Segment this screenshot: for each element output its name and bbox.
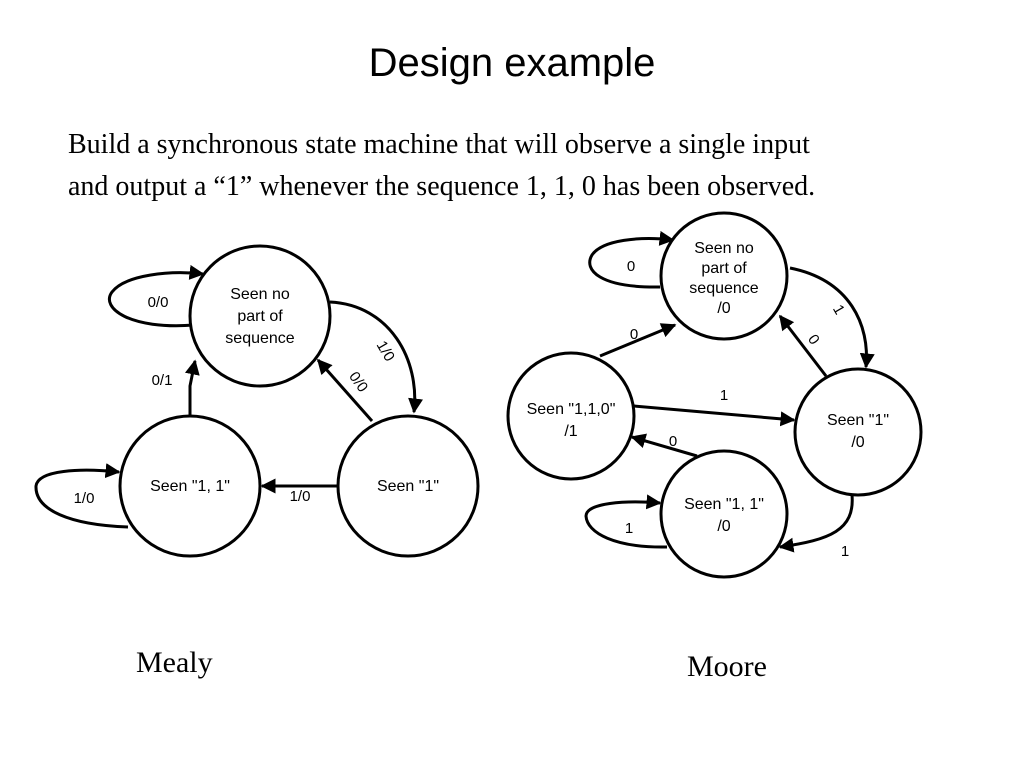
mealy-label-one-to-oneone: 1/0 [290, 488, 311, 505]
moore-state-seen-1-1-line-1: Seen "1, 1" [684, 496, 764, 513]
slide-title: Design example [368, 41, 656, 85]
moore-caption: Moore [687, 650, 767, 683]
mealy-diagram: Seen no part of sequence Seen "1" Seen "… [34, 244, 480, 558]
moore-state-seen-1: Seen "1" /0 [793, 367, 923, 497]
moore-edge-oneone-self [584, 494, 668, 549]
problem-statement-line-1: Build a synchronous state machine that w… [68, 129, 810, 160]
moore-label-oneone-self: 1 [625, 520, 633, 537]
moore-label-oneone-to-oneonezero: 0 [669, 433, 677, 450]
moore-label-one-to-oneone: 1 [841, 543, 849, 560]
moore-label-oneonezero-to-one: 1 [720, 387, 728, 404]
moore-label-oneonezero-to-none: 0 [630, 326, 638, 343]
mealy-state-seen-none: Seen no part of sequence [188, 244, 332, 388]
moore-edge-oneonezero-to-one [633, 404, 796, 427]
moore-state-seen-1-line-2: /0 [851, 434, 864, 451]
mealy-label-none-self: 0/0 [148, 294, 169, 311]
problem-statement-line-2: and output a “1” whenever the sequence 1… [68, 171, 816, 202]
moore-state-seen-1-line-1: Seen "1" [827, 412, 889, 429]
mealy-edge-oneone-self [34, 463, 129, 529]
moore-state-seen-none-line-2: part of [701, 260, 747, 277]
moore-edge-one-to-oneone [778, 494, 854, 553]
moore-edge-oneonezero-to-none [599, 323, 677, 358]
moore-state-seen-1-1-0-line-2: /1 [564, 423, 577, 440]
mealy-state-seen-none-line-2: part of [237, 308, 283, 325]
mealy-state-seen-none-line-1: Seen no [230, 286, 290, 303]
mealy-state-seen-1: Seen "1" [336, 414, 480, 558]
moore-label-one-to-none: 0 [804, 331, 823, 348]
mealy-label-one-to-none: 0/0 [345, 369, 371, 396]
moore-label-none-to-one: 1 [829, 302, 848, 318]
moore-state-seen-1-1-line-2: /0 [717, 518, 730, 535]
mealy-edge-none-self [107, 264, 205, 328]
mealy-state-seen-1-1: Seen "1, 1" [118, 414, 262, 558]
moore-edge-none-self [588, 230, 675, 289]
moore-state-seen-1-1: Seen "1, 1" /0 [659, 449, 789, 579]
problem-statement: Build a synchronous state machine that w… [68, 124, 998, 208]
mealy-edge-one-to-none [316, 358, 374, 422]
moore-state-seen-none: Seen no part of sequence /0 [659, 211, 789, 341]
moore-edge-oneone-to-oneonezero [630, 433, 698, 458]
mealy-state-seen-none-line-3: sequence [225, 330, 294, 347]
mealy-label-oneone-to-none: 0/1 [152, 372, 173, 389]
mealy-label-oneone-self: 1/0 [74, 490, 95, 507]
moore-state-seen-none-line-4: /0 [717, 300, 730, 317]
mealy-label-none-to-one: 1/0 [373, 338, 398, 365]
moore-state-seen-none-line-3: sequence [689, 280, 758, 297]
mealy-edge-oneone-to-none [184, 359, 200, 416]
mealy-caption: Mealy [136, 646, 213, 679]
moore-state-seen-1-1-0-line-1: Seen "1,1,0" [527, 401, 616, 418]
moore-label-none-self: 0 [627, 258, 635, 275]
mealy-state-seen-1-label: Seen "1" [377, 478, 439, 495]
mealy-edge-none-to-one [329, 300, 423, 414]
moore-edge-none-to-one [789, 266, 875, 369]
moore-edge-one-to-none [778, 314, 828, 377]
mealy-state-seen-1-1-label: Seen "1, 1" [150, 478, 230, 495]
moore-state-seen-1-1-0: Seen "1,1,0" /1 [506, 351, 636, 481]
moore-state-seen-none-line-1: Seen no [694, 240, 754, 257]
moore-diagram: Seen no part of sequence /0 Seen "1" /0 … [506, 211, 923, 579]
